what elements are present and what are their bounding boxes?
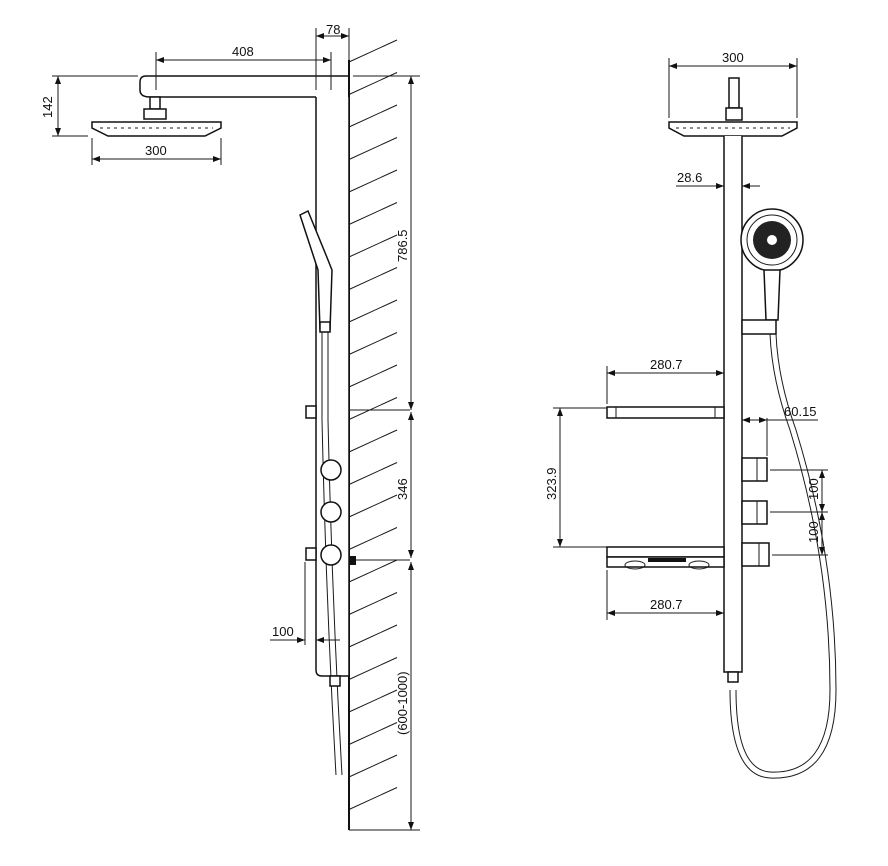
knob-3 — [320, 544, 342, 566]
hatch-line — [348, 429, 398, 453]
knob-1 — [320, 459, 342, 481]
hatch-line — [348, 689, 398, 713]
panel-body — [315, 97, 350, 677]
hatch-line — [348, 169, 398, 193]
hatch-line — [348, 559, 398, 583]
dim-786-5: 786.5 — [395, 229, 410, 262]
hatch-line — [348, 494, 398, 518]
dim-300-front: 300 — [722, 50, 744, 65]
front-view: 300 28.6 280.7 323.9 280.7 60.15 100 100 — [544, 50, 837, 779]
wall-hatching — [348, 39, 398, 810]
rain-head-side — [91, 96, 222, 137]
hatch-line — [348, 299, 398, 323]
hatch-line — [348, 137, 398, 160]
dim-100-side: 100 — [272, 624, 294, 639]
hatch-line — [348, 202, 398, 225]
dim-60-15: 60.15 — [784, 404, 817, 419]
dim-300-side: 300 — [145, 143, 167, 158]
dim-100-b: 100 — [806, 521, 821, 543]
head-connector — [728, 77, 740, 109]
dim-100-a: 100 — [806, 478, 821, 500]
dim-280-7-bottom: 280.7 — [650, 597, 683, 612]
dim-78: 78 — [326, 22, 340, 37]
hand-shower-side — [299, 209, 343, 776]
shelf-side-bottom — [349, 556, 356, 565]
hand-shower-front — [729, 208, 837, 779]
dim-346: 346 — [395, 478, 410, 500]
hatch-line — [348, 364, 398, 388]
hatch-line — [348, 657, 398, 680]
hatch-line — [348, 624, 398, 648]
valves — [741, 457, 770, 567]
hatch-line — [348, 787, 398, 810]
dim-323-9: 323.9 — [544, 467, 559, 500]
hatch-line — [348, 592, 398, 615]
knob-2 — [320, 501, 342, 523]
dim-280-7-top: 280.7 — [650, 357, 683, 372]
hatch-line — [348, 267, 398, 290]
hatch-line — [348, 332, 398, 355]
shower-arm — [139, 75, 349, 98]
dim-408: 408 — [232, 44, 254, 59]
dim-142: 142 — [40, 96, 55, 118]
hatch-line — [348, 104, 398, 128]
shelf-bottom — [606, 546, 725, 570]
dim-600-1000: (600-1000) — [395, 671, 410, 735]
side-view: 78 408 142 300 786.5 346 (600-1000) 100 — [40, 22, 420, 831]
hatch-line — [348, 462, 398, 485]
dim-28-6: 28.6 — [677, 170, 702, 185]
hatch-line — [348, 722, 398, 745]
side-button-top — [305, 405, 317, 419]
rain-head-front — [668, 121, 798, 137]
hatch-line — [348, 527, 398, 550]
column — [723, 136, 743, 673]
side-button-bottom — [305, 547, 317, 561]
hatch-line — [348, 754, 398, 778]
hatch-line — [348, 234, 398, 258]
hatch-line — [348, 397, 398, 420]
hatch-line — [348, 39, 398, 63]
shelf-top — [606, 406, 725, 419]
